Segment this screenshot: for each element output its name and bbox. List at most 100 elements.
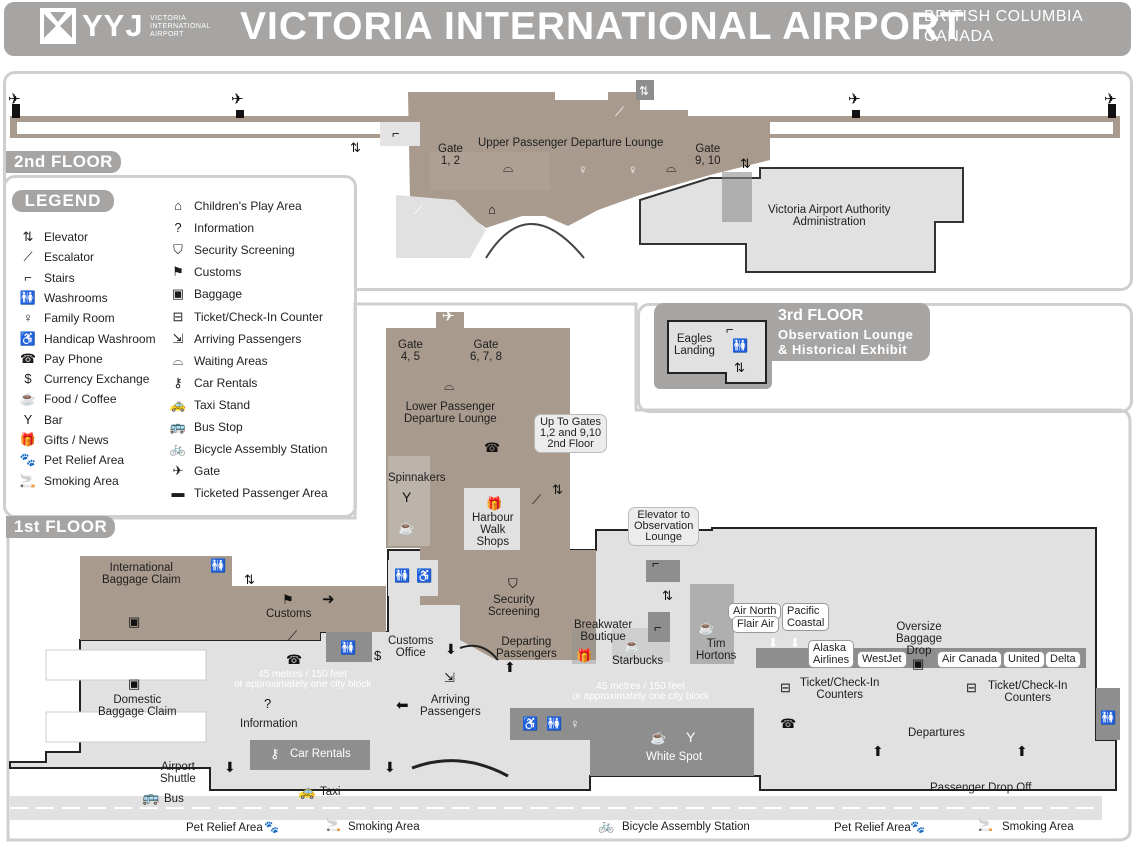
- legend-item: 🚌Bus Stop: [168, 418, 243, 436]
- legend-item-label: Ticket/Check-In Counter: [194, 309, 323, 324]
- car-rentals-icon: ⚷: [173, 374, 183, 390]
- third-floor-title: 3rd FLOOR: [778, 307, 864, 324]
- upper-elevator-block: [636, 80, 654, 100]
- washroom-block-spinnaker: [388, 560, 438, 596]
- baggage-icon: ▣: [171, 286, 185, 302]
- legend-item: Y Bar: [18, 411, 63, 429]
- elevator-icon-obs: ⇅: [662, 588, 673, 603]
- washrooms-icon-customs: 🚻: [340, 640, 357, 655]
- customs-icon: ⚑: [172, 264, 184, 280]
- gate-post-9: [852, 110, 860, 118]
- legend-item: ▬Ticketed Passenger Area: [168, 484, 328, 502]
- gifts-icon-breakwater: 🎁: [576, 648, 593, 663]
- handicap-icon-departures: ♿: [522, 716, 539, 731]
- escalator-icon-customs: ⟋: [288, 628, 298, 643]
- bus-icon: 🚌: [142, 789, 160, 805]
- family-icon-departures: ♀: [570, 716, 580, 731]
- domestic-carousel-1: [45, 649, 207, 681]
- elevator-icon-2f-right: ⇅: [740, 156, 751, 171]
- page-header: YYJ VICTORIA INTERNATIONAL AIRPORT VICTO…: [4, 2, 1131, 56]
- baggage-icon-domestic: ▣: [128, 676, 141, 691]
- stairs-icon-3f: ⌐: [726, 322, 734, 337]
- legend-item-label: Customs: [194, 265, 242, 280]
- bicycle-icon: 🚲: [598, 818, 615, 833]
- gate-2-icon: ✈: [231, 91, 244, 108]
- gifts-icon-harbour: 🎁: [486, 496, 503, 511]
- customs-office-area: [370, 632, 436, 662]
- legend-item-label: Waiting Areas: [194, 353, 268, 368]
- legend-item-label: Security Screening: [194, 243, 295, 258]
- second-floor-left-public: [396, 195, 486, 258]
- legend-item: ⇲Arriving Passengers: [168, 330, 302, 348]
- legend-item: 🚬Smoking Area: [18, 472, 119, 490]
- legend-item: ▣Baggage: [168, 285, 242, 303]
- food-coffee-icon: ☕: [19, 391, 37, 407]
- gate-post-10: [1108, 104, 1116, 118]
- escalator-icon-2f-bottom: ⟋: [414, 202, 424, 217]
- washrooms-icon-3f: 🚻: [732, 338, 749, 353]
- stairs-block-2: [648, 612, 670, 642]
- information-icon: ?: [174, 220, 182, 236]
- elevator-icon-2f-left: ⇅: [350, 140, 361, 155]
- legend-item: ⊟Ticket/Check-In Counter: [168, 308, 323, 326]
- car-rentals-block: [250, 740, 370, 770]
- gate-4-8-icon: ✈: [442, 308, 455, 325]
- page-title: VICTORIA INTERNATIONAL AIRPORT: [240, 5, 965, 48]
- legend-item: ⌐Stairs: [18, 269, 75, 287]
- ticket-icon-2: ⊟: [966, 680, 977, 695]
- elevator-icon-1f: ⇅: [552, 482, 563, 497]
- washrooms-icon: 🚻: [19, 289, 37, 305]
- smoking-icon-2: 🚬: [978, 818, 993, 832]
- second-floor-arch: [485, 223, 585, 259]
- arrow-down-icon-taxi: ⬇: [384, 759, 396, 775]
- air-north-label: Air North: [728, 603, 782, 620]
- gate-marker-1: [12, 104, 20, 118]
- information-label: Information: [240, 718, 298, 730]
- smoking-icon-1: 🚬: [326, 818, 341, 832]
- legend-item: 🎁Gifts / News: [18, 431, 109, 449]
- bar-icon-spinnakers: Y: [402, 489, 412, 505]
- legend-item-label: Children's Play Area: [194, 199, 302, 213]
- legend-item: ☎Pay Phone: [18, 350, 103, 368]
- arrow-down-icon-departing: ⬇: [445, 641, 457, 657]
- legend-item-label: Stairs: [44, 270, 75, 285]
- legend-item: ⌂Children's Play Area: [168, 197, 302, 215]
- food-icon-spinnakers: ☕: [398, 520, 415, 535]
- gate-1-icon: ✈: [8, 91, 21, 108]
- washrooms-icon-whitespot: 🚻: [546, 716, 563, 731]
- legend-item-label: Information: [194, 221, 255, 236]
- arrow-down-icon-pacific: ⬇: [790, 636, 801, 650]
- elevator-icon-intl: ⇅: [244, 572, 255, 587]
- washroom-block-departures: [510, 708, 590, 740]
- arrow-down-icon-airnorth: ⬇: [768, 636, 779, 650]
- legend-item-label: Handicap Washroom: [44, 331, 156, 346]
- legend-item-label: Bar: [44, 412, 63, 427]
- customs-label: Customs: [266, 608, 312, 620]
- stairs-block-1: [646, 560, 680, 582]
- arrow-right-icon-customs: ➜: [322, 591, 335, 608]
- elevator-icon-2f-top: ⇅: [639, 84, 650, 98]
- domestic-carousel-2: [45, 711, 207, 743]
- legend-item-label: Taxi Stand: [194, 397, 251, 412]
- legend-item-label: Escalator: [44, 250, 95, 265]
- food-icon-tim: ☕: [698, 620, 715, 635]
- pet-relief-icon-2: 🐾: [910, 820, 925, 834]
- legend-item: ♀Family Room: [18, 309, 115, 327]
- starbucks-label: Starbucks: [612, 655, 664, 667]
- security-icon-1f: ⛉: [508, 576, 518, 591]
- legend-item-label: Washrooms: [44, 290, 108, 305]
- bar-icon: Y: [23, 411, 33, 427]
- legend-item-label: Smoking Area: [44, 473, 119, 488]
- arriving-icon-1f: ⇲: [444, 670, 455, 685]
- legend-item: ⛉Security Screening: [168, 241, 295, 259]
